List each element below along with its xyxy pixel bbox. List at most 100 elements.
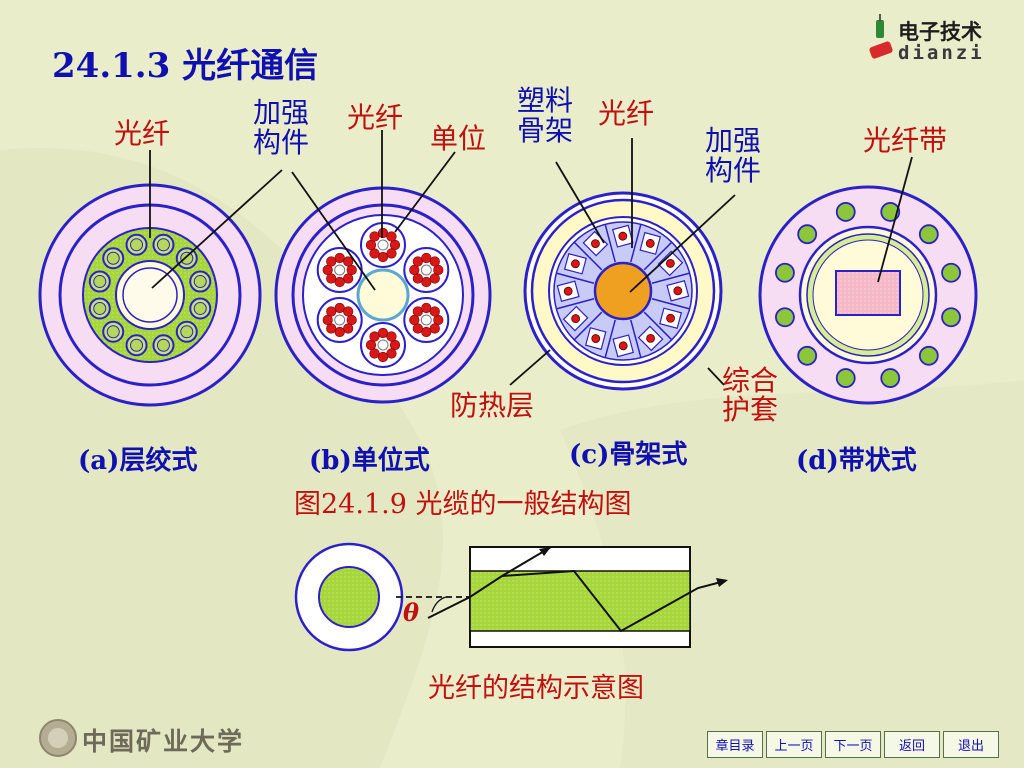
fiber-core bbox=[156, 338, 170, 352]
label-c-strength-2: 构件 bbox=[705, 154, 762, 187]
slot-fiber bbox=[618, 231, 628, 241]
strength-member bbox=[835, 368, 856, 388]
slot-divider bbox=[630, 319, 642, 358]
fiber-dot bbox=[365, 239, 377, 251]
fiber-dot bbox=[369, 348, 380, 359]
figure-caption: 图24.1.9 光缆的一般结构图 bbox=[294, 489, 632, 520]
label-b-fiber: 光纤 bbox=[347, 101, 404, 134]
slot-fiber bbox=[563, 286, 573, 296]
strength-member bbox=[797, 224, 818, 245]
skeleton-slot bbox=[604, 224, 634, 263]
label-c-strength-1: 加强 bbox=[705, 124, 762, 157]
skeleton-slot bbox=[556, 280, 595, 310]
fiber-dot bbox=[365, 339, 377, 351]
skeleton-slot bbox=[612, 319, 642, 358]
fiber-core bbox=[93, 301, 107, 315]
fiber-dot bbox=[386, 331, 397, 342]
fiber-dot bbox=[389, 339, 401, 351]
strength-member bbox=[835, 202, 856, 222]
strength-member bbox=[775, 262, 795, 283]
fiber-dot bbox=[409, 264, 420, 276]
fiber-structure-diagram bbox=[294, 542, 728, 652]
caption-c: (c)骨架式 bbox=[569, 440, 688, 470]
university-logo: 中国矿业大学 bbox=[38, 716, 258, 760]
fiber-dot bbox=[421, 326, 432, 338]
slot-divider bbox=[573, 241, 603, 271]
fiber-dot bbox=[334, 252, 345, 264]
university-emblem-icon bbox=[39, 719, 77, 757]
fiber-core bbox=[93, 275, 107, 289]
fiber-core bbox=[130, 238, 144, 252]
university-name: 中国矿业大学 bbox=[82, 727, 245, 756]
fiber-dot bbox=[334, 326, 345, 338]
fiber-dot bbox=[429, 256, 440, 267]
logo-english: dianzi bbox=[898, 42, 985, 64]
label-b-unit: 单位 bbox=[430, 122, 487, 155]
strength-member bbox=[880, 202, 901, 222]
strength-member bbox=[918, 345, 939, 366]
fiber-core bbox=[193, 301, 207, 315]
strength-member bbox=[918, 224, 939, 245]
slot-divider bbox=[643, 241, 673, 271]
fiber-dot bbox=[334, 276, 345, 288]
fiber-dot bbox=[369, 231, 380, 242]
skeleton-slot bbox=[651, 272, 690, 302]
unit-center bbox=[377, 239, 389, 251]
unit-center bbox=[334, 314, 346, 326]
fiber-dot bbox=[322, 264, 333, 276]
slot-divider bbox=[604, 224, 616, 263]
fiber-dot bbox=[346, 314, 357, 326]
nav-exit-button[interactable]: 退出 bbox=[943, 731, 999, 758]
unit-center bbox=[420, 314, 432, 326]
fiber-dot bbox=[343, 256, 354, 267]
label-c-skeleton-2: 骨架 bbox=[517, 114, 574, 147]
fiber-dot bbox=[386, 348, 397, 359]
fiber-dot bbox=[322, 314, 333, 326]
slot-divider bbox=[556, 272, 595, 284]
fiber-core bbox=[106, 325, 120, 339]
nav-toc-button[interactable]: 章目录 bbox=[707, 731, 763, 758]
fiber-dot bbox=[386, 231, 397, 242]
label-a-fiber: 光纤 bbox=[114, 117, 171, 150]
fiber-dot bbox=[326, 323, 337, 334]
skeleton-slot bbox=[584, 319, 616, 358]
skeleton-slot bbox=[630, 224, 662, 263]
fiber-dot bbox=[326, 256, 337, 267]
fiber-dot bbox=[343, 273, 354, 284]
fiber-core bbox=[130, 338, 144, 352]
brand-logo: 电子技术 dianzi bbox=[868, 14, 1008, 70]
strength-member bbox=[941, 262, 961, 283]
skeleton-slot bbox=[556, 252, 595, 284]
nav-back-button[interactable]: 返回 bbox=[884, 731, 940, 758]
slot-divider bbox=[651, 298, 690, 310]
fiber-dot bbox=[377, 351, 389, 363]
cable-b-unit bbox=[274, 186, 492, 404]
fiber-dot bbox=[429, 323, 440, 334]
fiber-core bbox=[180, 325, 194, 339]
nav-next-button[interactable]: 下一页 bbox=[825, 731, 881, 758]
slot-divider bbox=[573, 311, 603, 341]
skeleton-slot bbox=[562, 305, 603, 341]
caption-a: (a)层绞式 bbox=[78, 446, 198, 476]
caption-d: (d)带状式 bbox=[796, 446, 917, 476]
label-d-ribbon: 光纤带 bbox=[863, 124, 948, 157]
label-heat-layer: 防热层 bbox=[450, 389, 535, 422]
slot-divider bbox=[630, 224, 642, 263]
page-title: 24.1.3 光纤通信 bbox=[52, 46, 319, 86]
slot-fiber bbox=[591, 334, 601, 343]
fiber-dot bbox=[386, 248, 397, 259]
leader-lines bbox=[149, 130, 913, 386]
fiber-dot bbox=[433, 314, 444, 326]
strength-member bbox=[941, 307, 961, 328]
fiber-dot bbox=[412, 323, 423, 334]
slot-fiber bbox=[673, 286, 683, 296]
nav-prev-button[interactable]: 上一页 bbox=[766, 731, 822, 758]
slot-fiber bbox=[666, 313, 675, 323]
fiber-dot bbox=[369, 248, 380, 259]
fiber-structure-caption: 光纤的结构示意图 bbox=[428, 673, 644, 704]
fiber-dot bbox=[326, 306, 337, 317]
theta-label: θ bbox=[403, 598, 420, 627]
label-c-fiber: 光纤 bbox=[598, 97, 655, 130]
fiber-dot bbox=[421, 252, 432, 264]
slot-divider bbox=[556, 298, 595, 310]
